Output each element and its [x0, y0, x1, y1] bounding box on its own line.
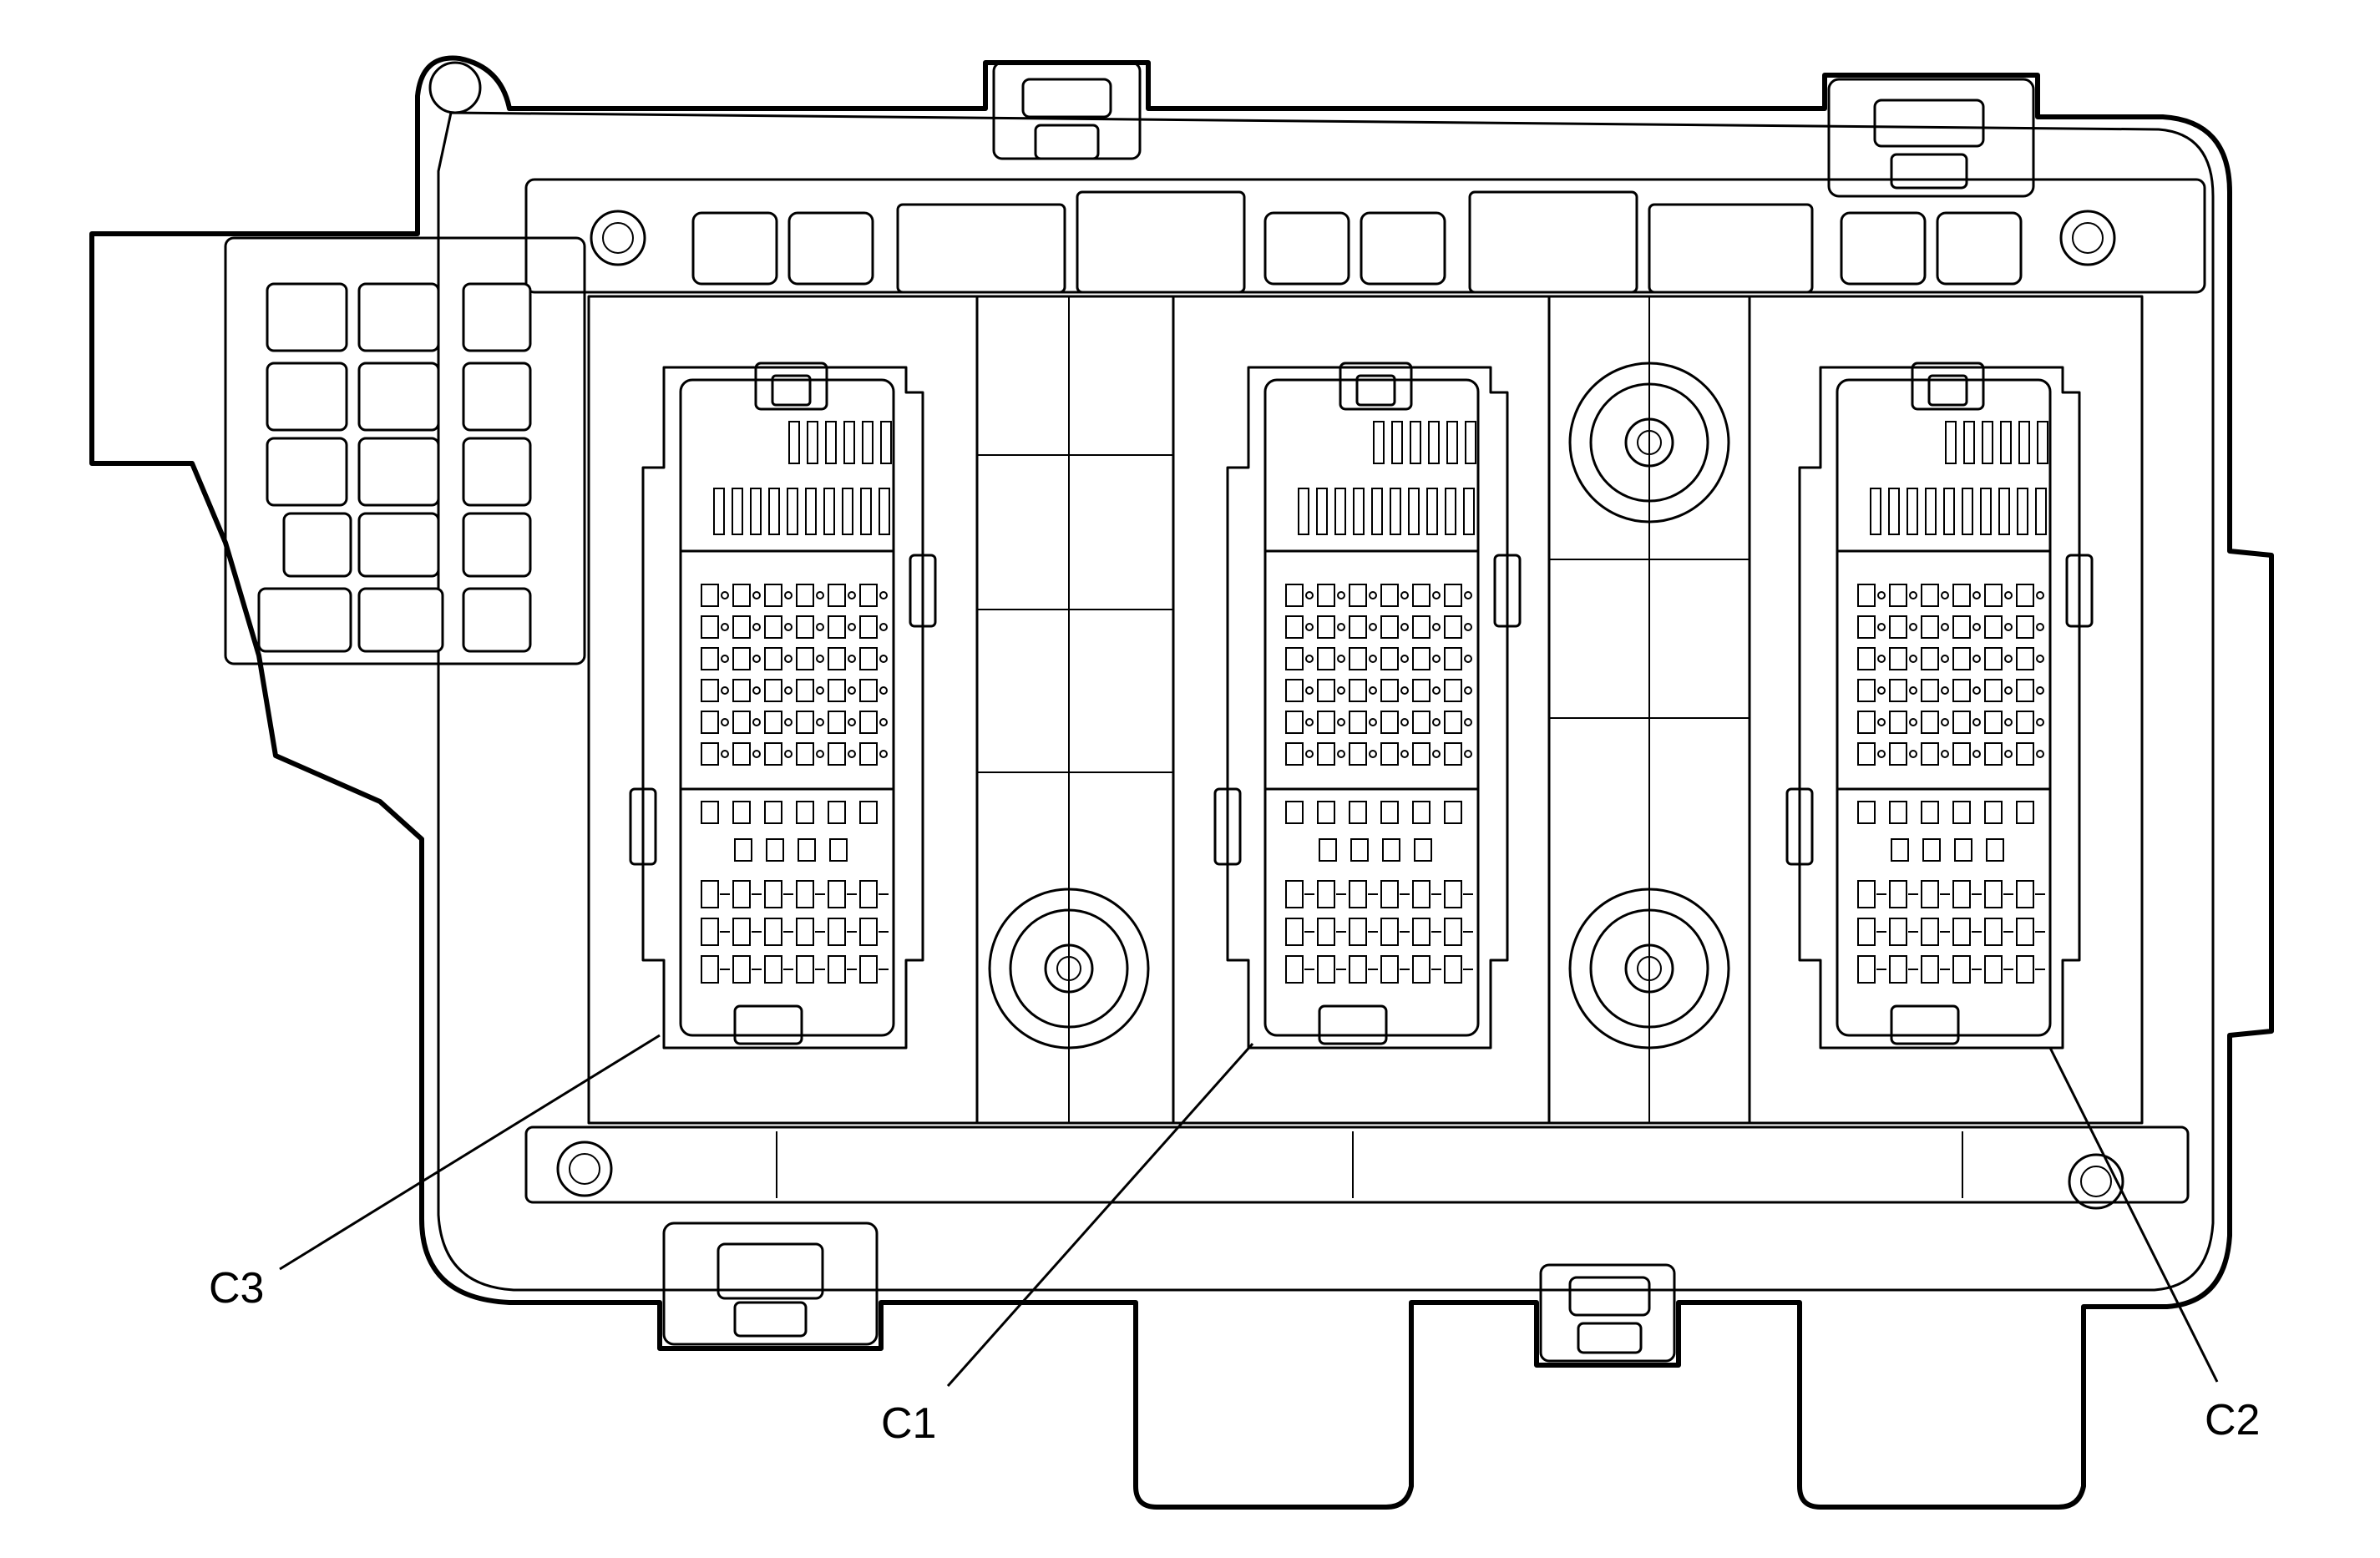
connector-housing: [1226, 366, 1509, 1050]
mounting-hole-bottom-right: [2068, 1153, 2124, 1210]
callout-label-c2: C2: [2205, 1396, 2260, 1444]
callout-label-c1: C1: [881, 1399, 936, 1448]
housing-inner-rim: [437, 111, 2215, 1292]
connector-latch-top: [1339, 362, 1413, 411]
connector-latch-top: [1911, 362, 1985, 411]
mounting-hole-top-right: [2059, 210, 2116, 266]
connector-c1: [1213, 362, 1522, 1050]
bottom-clip-left: [662, 1222, 879, 1346]
connector-c3: [629, 362, 937, 1050]
housing-outline: [89, 55, 2274, 1510]
bottom-clip-center: [1539, 1263, 1676, 1363]
stud-post-left: [988, 888, 1150, 1050]
connector-housing: [1798, 366, 2081, 1050]
tray-dividers: [975, 296, 1751, 1123]
connector-latch-bottom: [1318, 1004, 1388, 1045]
callout-leaders: [279, 1034, 2219, 1387]
stud-post-upper-right: [1568, 362, 1730, 524]
connector-latch-bottom: [1890, 1004, 1960, 1045]
top-clip-right: [1827, 78, 2035, 198]
mounting-hole-bottom-left: [556, 1141, 613, 1197]
bottom-rail: [524, 1126, 2190, 1204]
stud-post-lower-right: [1568, 888, 1730, 1050]
mounting-hole-top-left: [590, 210, 646, 266]
mounting-hole-corner: [428, 61, 482, 114]
connector-housing: [641, 366, 924, 1050]
connector-latch-bottom: [733, 1004, 803, 1045]
connector-latch-top: [754, 362, 828, 411]
top-rail: [524, 178, 2206, 294]
callout-label-c3: C3: [209, 1264, 264, 1313]
connector-tray: [587, 295, 2144, 1125]
top-clip-left: [992, 61, 1142, 160]
left-fuse-grid: [224, 236, 586, 665]
connector-c2: [1785, 362, 2094, 1050]
